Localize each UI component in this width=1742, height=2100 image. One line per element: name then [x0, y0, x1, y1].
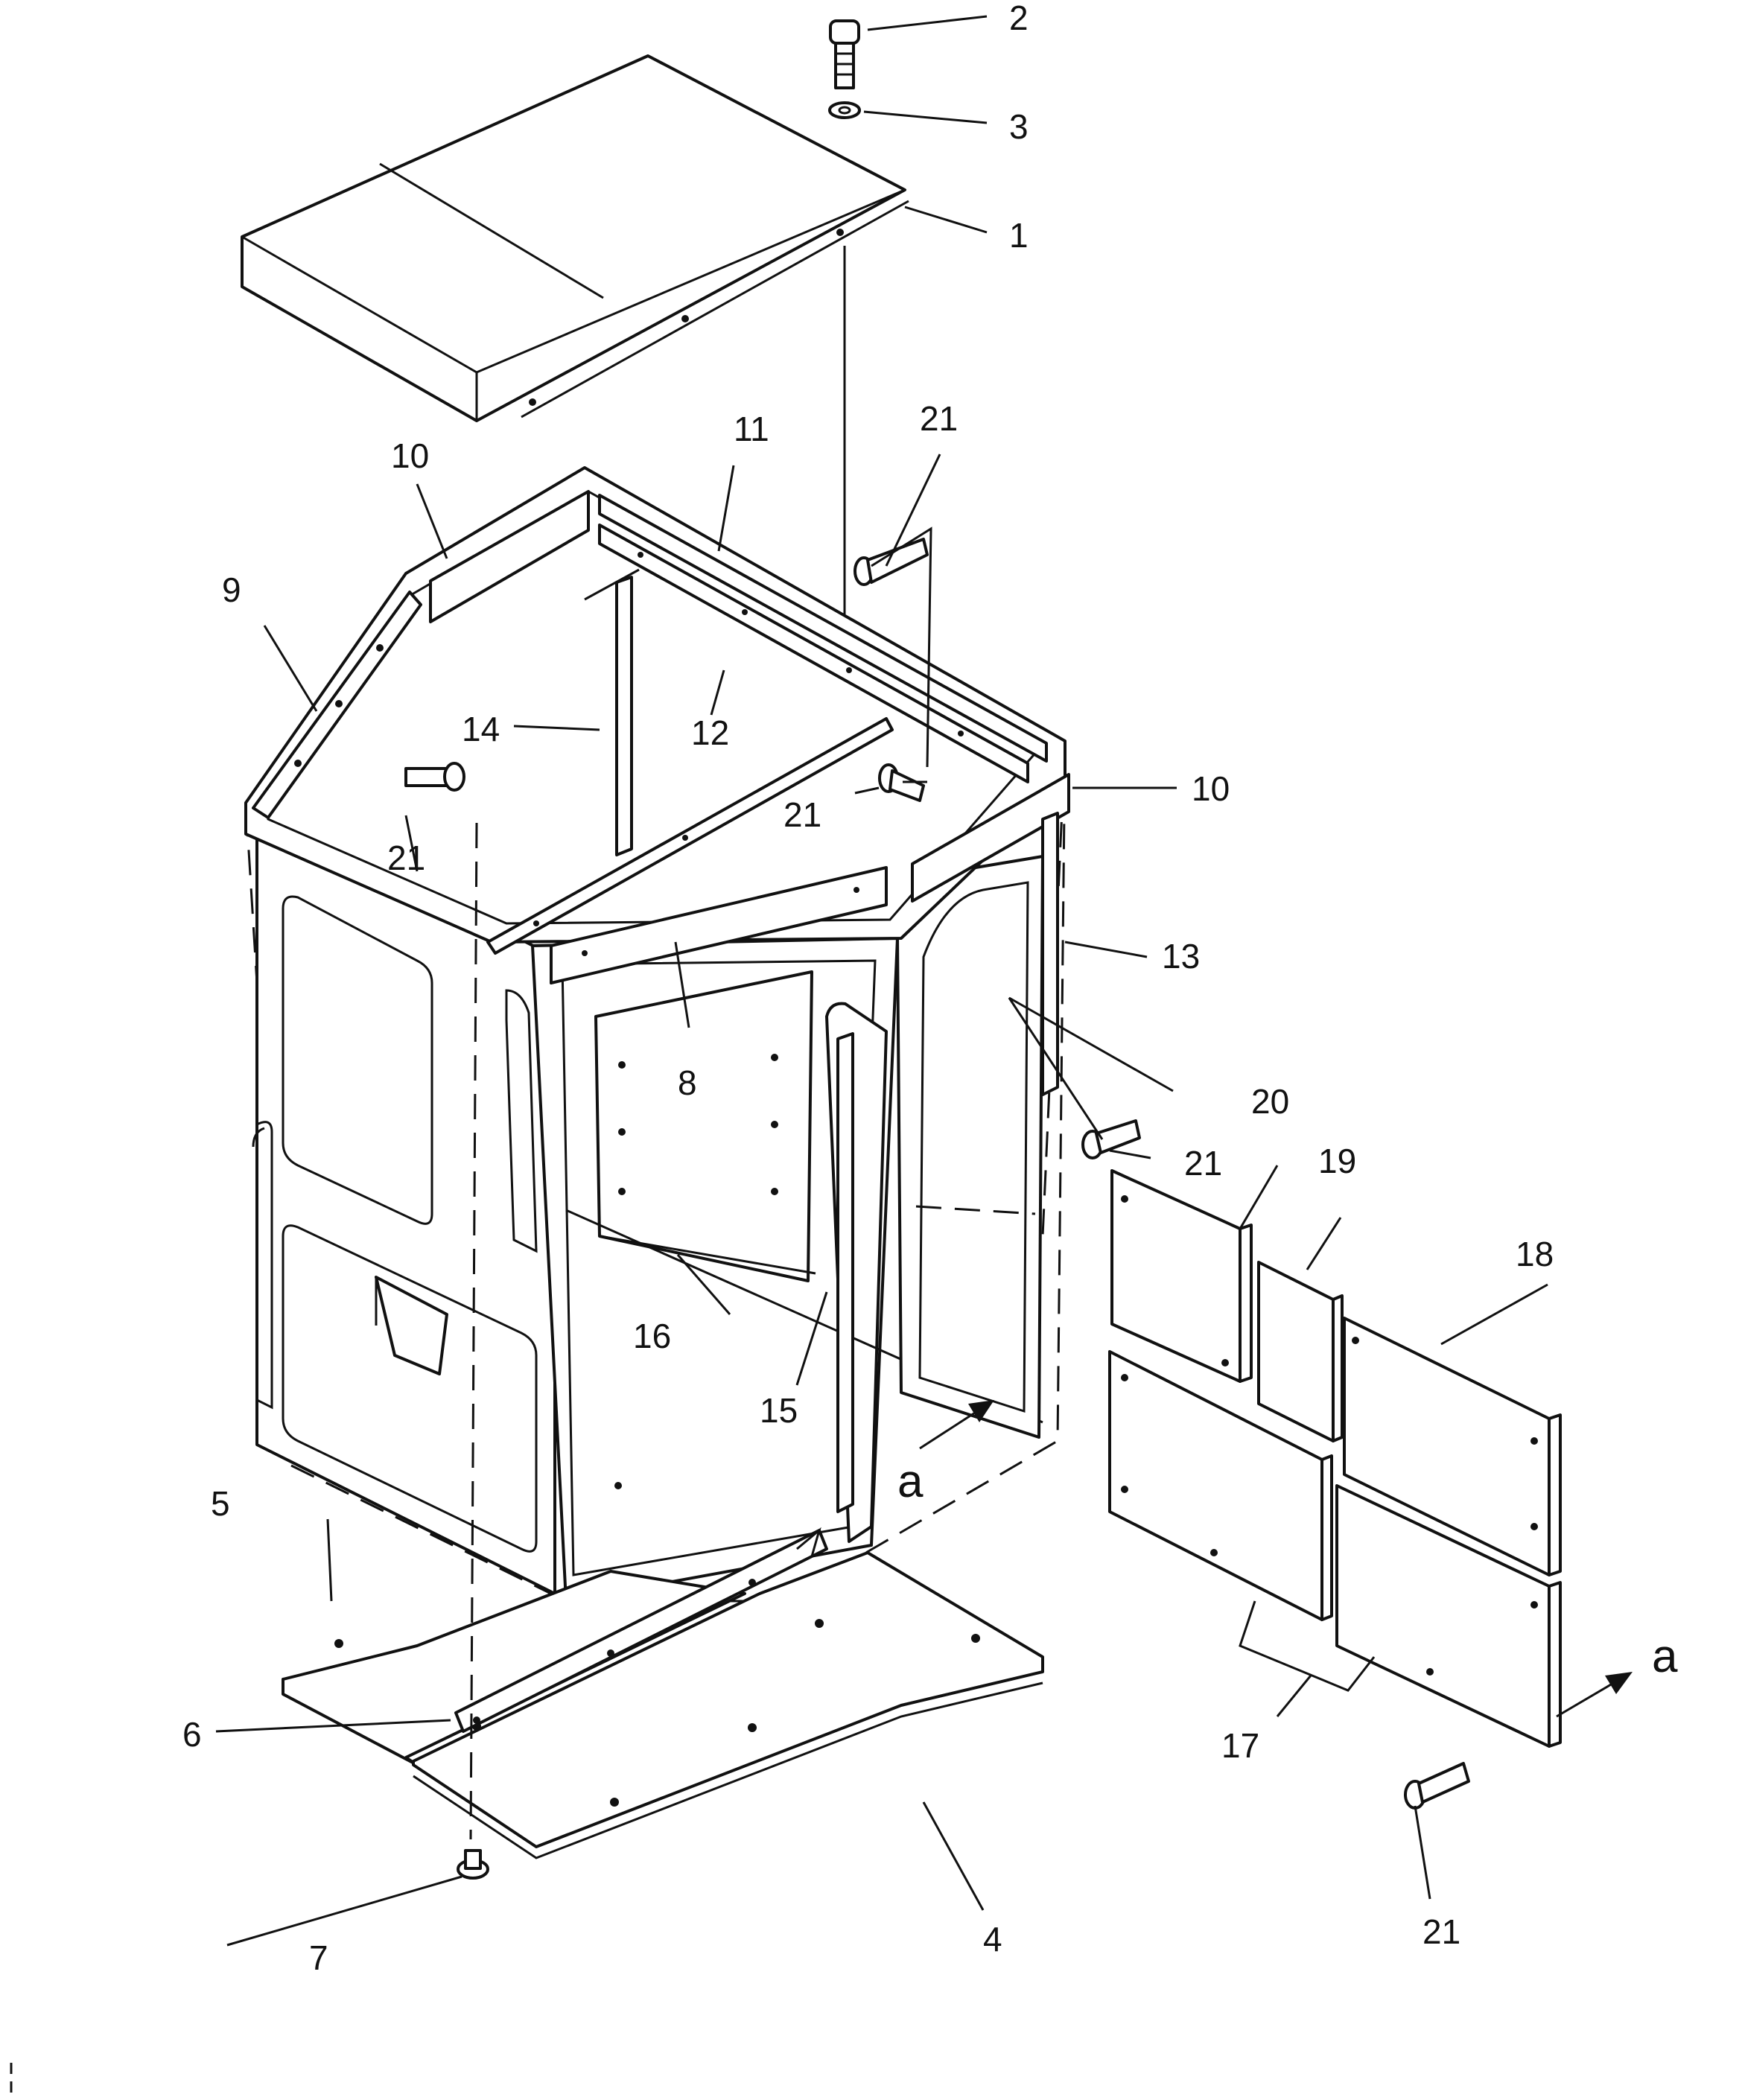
front-diagonal-stay [486, 717, 894, 955]
callout-19: 19 [1318, 1142, 1356, 1180]
callout-21-left: 21 [387, 839, 425, 877]
view-arrow-panels [1556, 1672, 1633, 1718]
callout-17: 17 [1221, 1726, 1259, 1765]
bolt-21-upper [853, 538, 929, 586]
bolt-21-left [404, 762, 465, 792]
callout-9: 9 [222, 570, 241, 609]
side-panel-20 [1110, 1169, 1253, 1383]
callout-8: 8 [678, 1063, 697, 1102]
bolt-21-bottom [1404, 1762, 1470, 1810]
top-bolt [829, 19, 860, 89]
callout-1: 1 [1009, 216, 1029, 255]
callout-2: 2 [1009, 0, 1029, 37]
callout-20: 20 [1251, 1082, 1289, 1121]
callout-labels: 2 3 1 10 11 21 9 14 12 21 10 21 13 8 20 … [182, 0, 1678, 1977]
callout-16: 16 [633, 1317, 671, 1355]
vertical-post [584, 568, 640, 856]
callout-21-bottom: 21 [1422, 1912, 1460, 1951]
callout-10-left: 10 [391, 436, 429, 475]
leader-lines [215, 15, 1548, 1947]
cab-frame [244, 466, 1067, 1603]
top-washer [828, 101, 861, 119]
left-diagonal-stay [252, 591, 422, 819]
axis-line-floor [469, 822, 478, 1840]
callout-21-right: 21 [1184, 1144, 1222, 1183]
top-rail-right [911, 773, 1070, 903]
bolt-21-right [1081, 1119, 1141, 1159]
rear-top-rail-lower [598, 524, 1029, 783]
top-rail-left [429, 490, 590, 623]
view-mark-a-cab: a [897, 1456, 924, 1507]
callout-5: 5 [211, 1484, 230, 1523]
callout-21-center: 21 [783, 795, 821, 834]
side-panel-17-lower-right [1335, 1484, 1562, 1748]
callout-11: 11 [734, 410, 769, 448]
callout-6: 6 [182, 1715, 202, 1754]
callout-3: 3 [1009, 107, 1029, 146]
callout-4: 4 [983, 1920, 1002, 1959]
callout-7: 7 [309, 1938, 328, 1977]
callout-21-top: 21 [920, 399, 958, 438]
side-panel-17-lower-left [1108, 1350, 1333, 1621]
floor-strip [454, 1527, 828, 1733]
view-arrow-cab [919, 1400, 994, 1450]
callout-13: 13 [1162, 937, 1200, 976]
callout-12: 12 [691, 713, 729, 752]
view-mark-a-panels: a [1652, 1631, 1678, 1682]
rear-top-rail-upper [598, 494, 1048, 763]
floor-nut [457, 1849, 489, 1880]
callout-14: 14 [462, 710, 500, 748]
callout-18: 18 [1516, 1235, 1554, 1273]
roof-cover [241, 54, 909, 422]
callout-10-right: 10 [1192, 769, 1230, 808]
door-post-strip [836, 1032, 854, 1513]
bolt-21-center [878, 763, 925, 802]
side-panel-19 [1257, 1261, 1344, 1442]
front-top-rail [550, 866, 888, 984]
floor-plate-right [412, 1551, 1044, 1859]
side-panel-18 [1343, 1317, 1562, 1576]
callout-15: 15 [760, 1391, 798, 1430]
